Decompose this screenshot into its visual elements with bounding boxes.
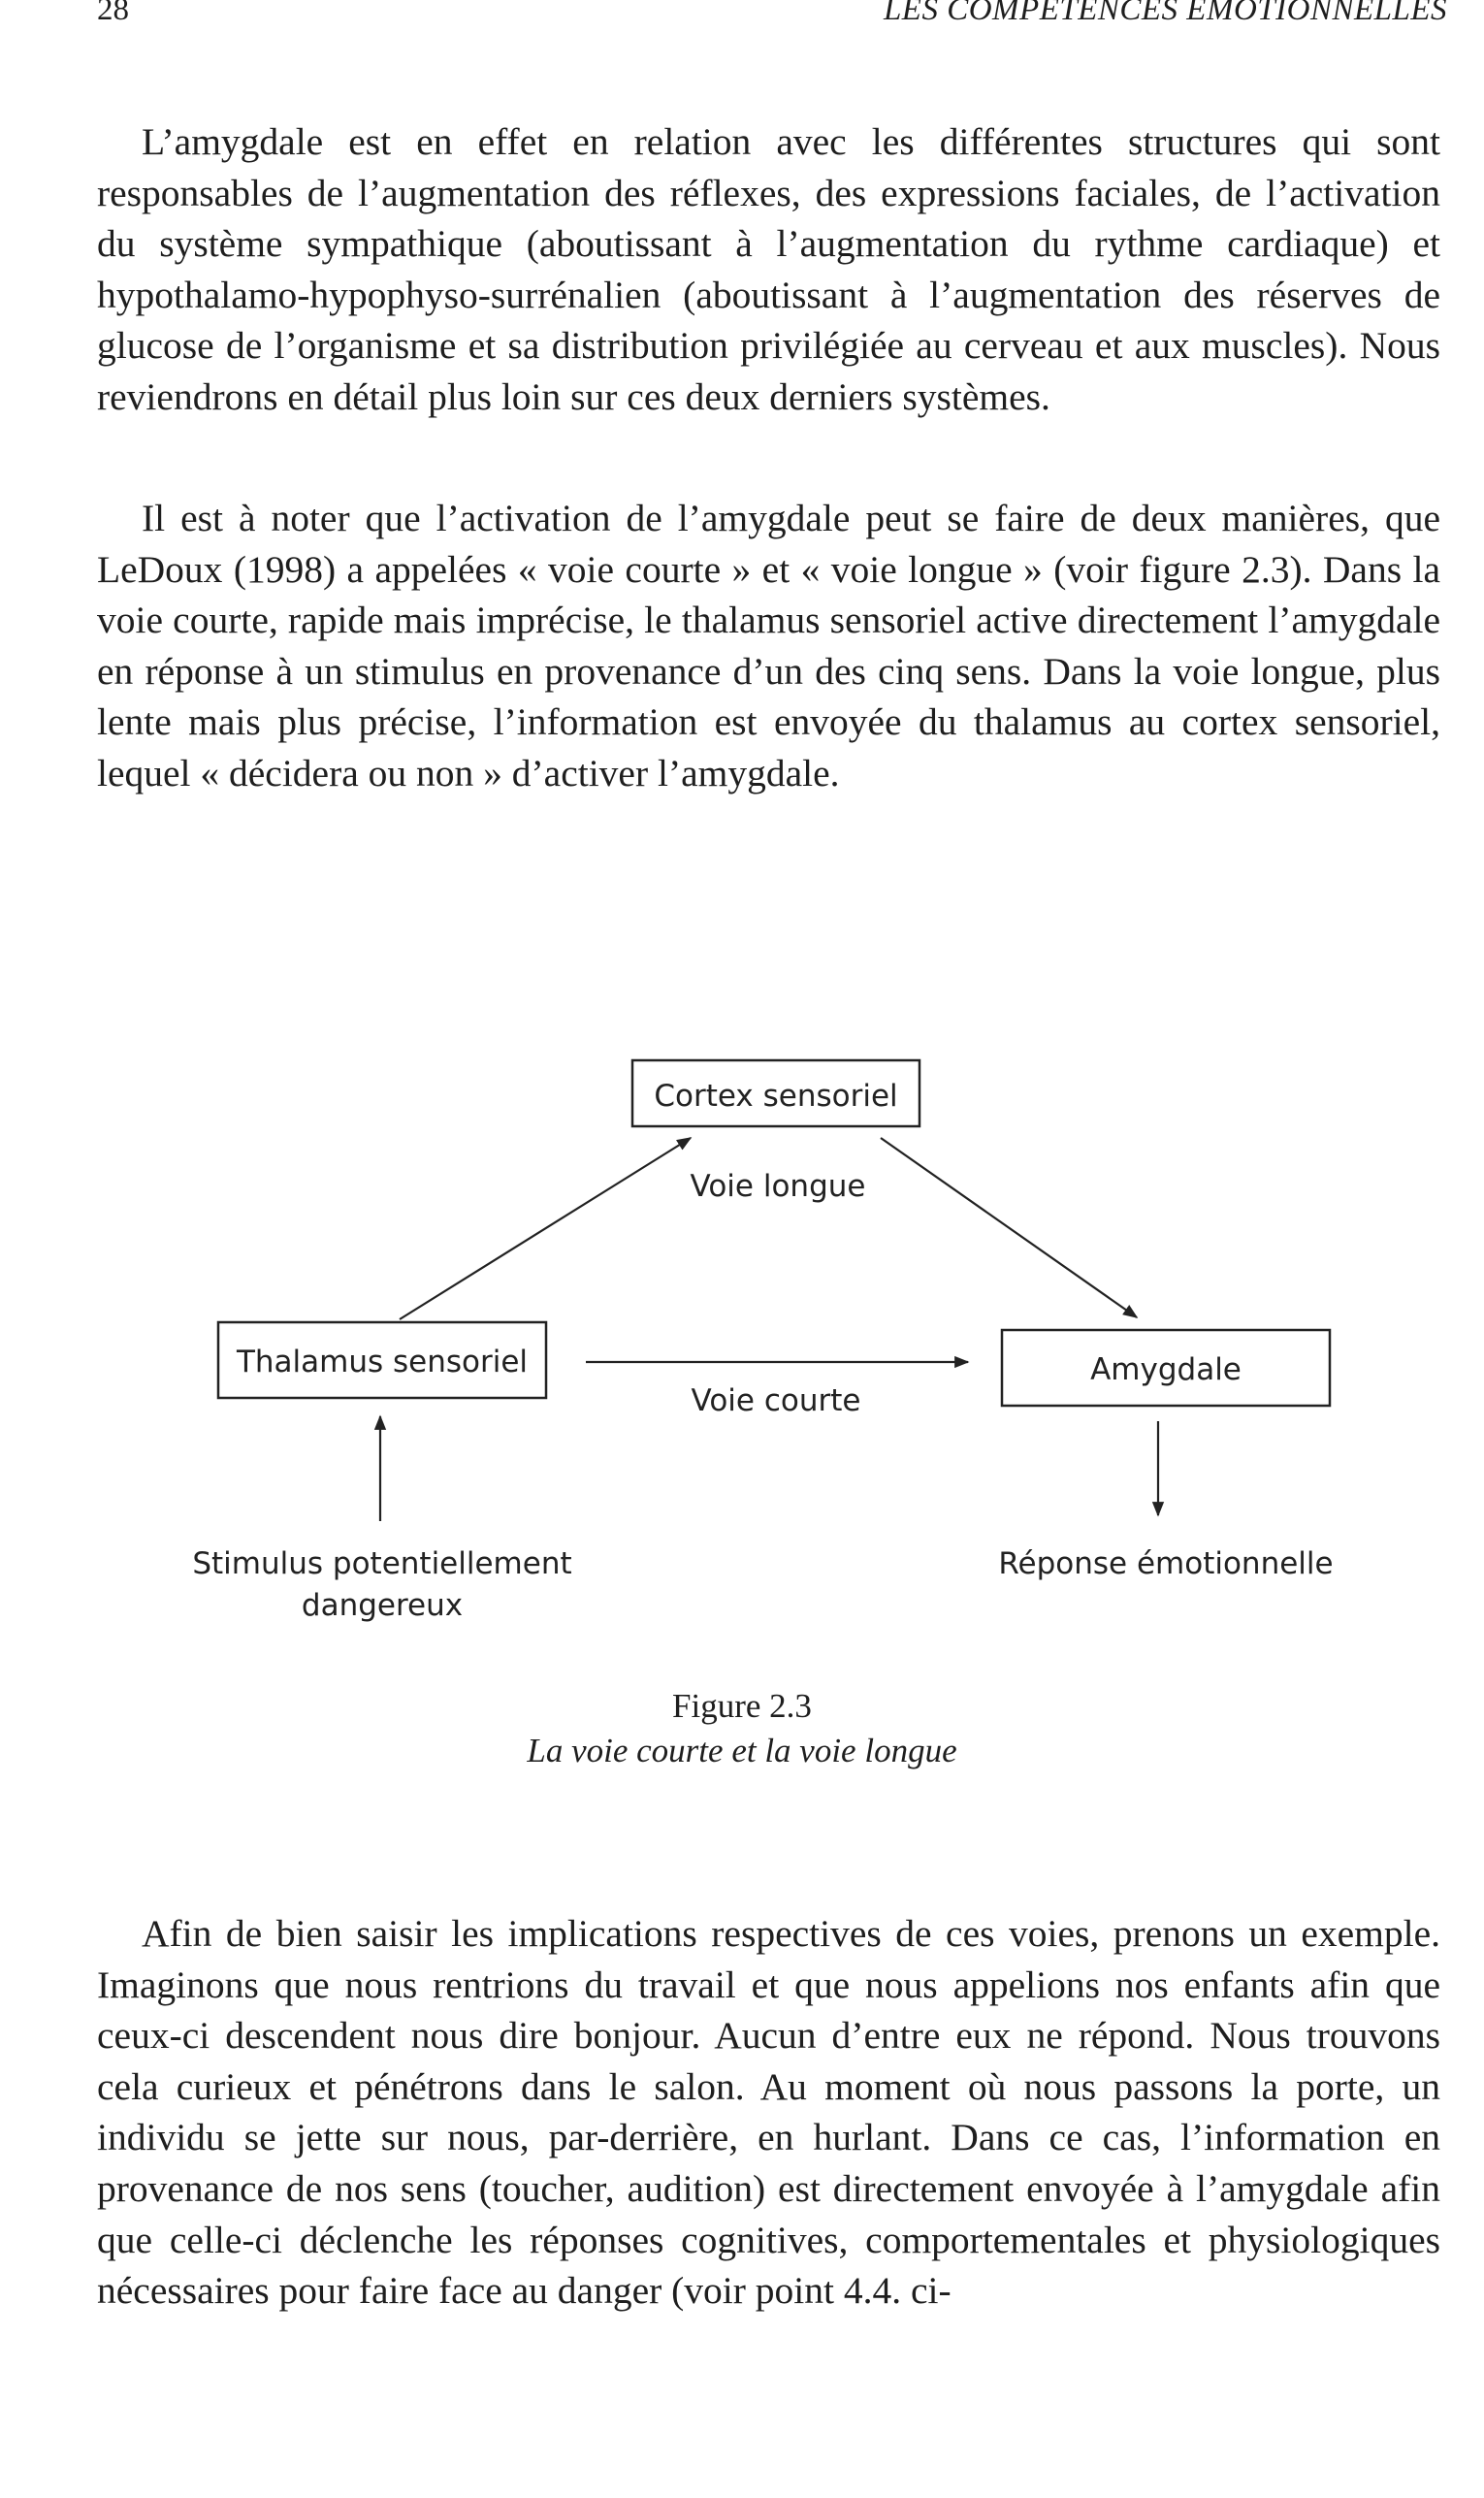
pathways-diagram-svg: Cortex sensoriel Thalamus sensoriel Amyg… [192,1058,1334,1623]
output-label: Réponse émotionnelle [998,1546,1333,1581]
figure-pathways-diagram: Cortex sensoriel Thalamus sensoriel Amyg… [0,1028,1484,1649]
edge-cortex-to-amygdale [880,1137,1139,1318]
figure-caption-number: Figure 2.3 [672,1687,812,1725]
node-amygdale: Amygdale [1000,1328,1332,1408]
node-cortex-label: Cortex sensoriel [654,1079,897,1114]
page-number: 28 [97,0,129,27]
input-label-line-1: Stimulus potentiellement [192,1546,571,1581]
paragraph-amygdala-relations: L’amygdale est en effet en relation avec… [97,120,1440,418]
figure-caption-title: La voie courte et la voie longue [527,1732,957,1769]
node-amygdale-label: Amygdale [1090,1352,1242,1387]
paragraph-two-pathways: Il est à noter que l’activation de l’amy… [97,497,1440,795]
running-header: LES COMPÉTENCES ÉMOTIONNELLES [883,0,1447,27]
edge-label-voie-longue: Voie longue [691,1169,866,1204]
input-label-line-2: dangereux [302,1588,463,1623]
node-thalamus-label: Thalamus sensoriel [236,1345,528,1379]
paragraph-example: Afin de bien saisir les implications res… [97,1912,1440,2313]
node-thalamus-sensoriel: Thalamus sensoriel [216,1320,548,1400]
edge-label-voie-courte: Voie courte [692,1383,861,1418]
edge-thalamus-to-cortex [399,1137,693,1320]
node-amygdale-box [1000,1328,1332,1408]
node-cortex-box [630,1058,921,1128]
node-thalamus-box [216,1320,548,1400]
node-cortex-sensoriel: Cortex sensoriel [630,1058,921,1128]
